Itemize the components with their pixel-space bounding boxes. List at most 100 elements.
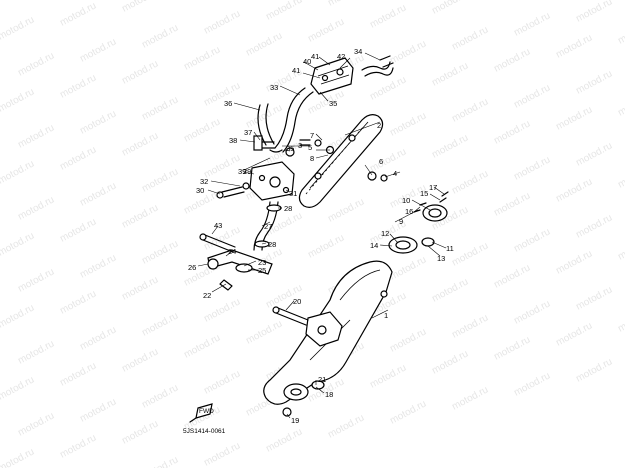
- callout-26: 26: [188, 263, 196, 272]
- callout-28-upper: 28: [284, 204, 292, 213]
- watermark-text: motod.ru: [140, 22, 180, 50]
- air-hose-assembly: [199, 55, 394, 291]
- watermark-text: motod.ru: [182, 332, 222, 360]
- callout-24: 24: [228, 247, 236, 256]
- watermark-text: motod.ru: [368, 2, 408, 30]
- watermark-text: motod.ru: [264, 0, 304, 23]
- watermark-text: motod.ru: [388, 254, 428, 282]
- callout-3: 3: [298, 141, 302, 150]
- watermark-text: motod.ru: [58, 144, 98, 172]
- callout-29: 29: [243, 167, 251, 176]
- watermark-text: motod.ru: [58, 72, 98, 100]
- watermark-text: motod.ru: [140, 238, 180, 266]
- callout-19: 19: [291, 416, 299, 425]
- callout-36: 36: [224, 99, 232, 108]
- callout-41-lower: 41: [292, 66, 300, 75]
- callout-30: 30: [196, 186, 204, 195]
- callout-numbers: 2 1 3 4 5 6 7 8 9 10 11 12 13 14 15 16 1…: [188, 47, 454, 425]
- watermark-text: motod.ru: [450, 312, 490, 340]
- watermark-text: motod.ru: [244, 30, 284, 58]
- watermark-text: motod.ru: [58, 360, 98, 388]
- callout-27: 27: [264, 222, 272, 231]
- front-icon-label: FWD: [199, 408, 214, 415]
- watermark-text: motod.ru: [574, 284, 614, 312]
- watermark-text: motod.ru: [140, 454, 180, 468]
- watermark-text: motod.ru: [78, 396, 118, 424]
- callout-39: 39: [238, 167, 246, 176]
- watermark-text: motod.ru: [492, 190, 532, 218]
- watermark-text: motod.ru: [574, 68, 614, 96]
- watermark-text: motod.ru: [574, 356, 614, 384]
- callout-23: 23: [258, 258, 266, 267]
- watermark-text: motod.ru: [244, 102, 284, 130]
- callout-2: 2: [377, 121, 381, 130]
- watermark-text: motod.ru: [58, 288, 98, 316]
- callout-17: 17: [429, 183, 437, 192]
- diagram-code: 5JS1414-0061: [183, 428, 226, 435]
- callout-4: 4: [393, 169, 397, 178]
- callout-22: 22: [203, 291, 211, 300]
- watermark-text: motod.ru: [368, 146, 408, 174]
- watermark-text: motod.ru: [554, 248, 594, 276]
- watermark-text: motod.ru: [244, 318, 284, 346]
- callout-8: 8: [310, 154, 314, 163]
- watermark-text: motod.ru: [554, 32, 594, 60]
- watermark-text: motod.ru: [512, 226, 552, 254]
- watermark-text: motod.ru: [0, 158, 36, 186]
- callout-34: 34: [354, 47, 362, 56]
- callout-35-lower: 35: [286, 144, 294, 153]
- watermark-text: motod.ru: [388, 398, 428, 426]
- callout-9: 9: [399, 217, 403, 226]
- callout-21: 21: [318, 375, 326, 384]
- watermark-text: motod.ru: [120, 130, 160, 158]
- watermark-text: motod.ru: [326, 0, 366, 9]
- watermark-text: motod.ru: [492, 262, 532, 290]
- watermark-text: motod.ru: [140, 166, 180, 194]
- watermark-text: motod.ru: [16, 410, 56, 438]
- callout-41-upper: 41: [311, 52, 319, 61]
- callout-12: 12: [381, 229, 389, 238]
- watermark-text: motod.ru: [140, 94, 180, 122]
- watermark-text: motod.ru: [306, 232, 346, 260]
- flange-gasket-set: [388, 191, 449, 254]
- watermark-text: motod.ru: [430, 276, 470, 304]
- watermark-text: motod.ru: [182, 0, 222, 1]
- watermark-text: motod.ru: [202, 368, 242, 396]
- watermark-text: motod.ru: [388, 38, 428, 66]
- callout-38: 38: [229, 136, 237, 145]
- watermark-text: motod.ru: [120, 0, 160, 15]
- watermark-text: motod.ru: [78, 324, 118, 352]
- watermark-text: motod.ru: [16, 194, 56, 222]
- callout-25: 25: [258, 266, 266, 275]
- watermark-text: motod.ru: [140, 310, 180, 338]
- watermark-text: motod.ru: [16, 266, 56, 294]
- muffler-protector: [298, 114, 388, 208]
- watermark-text: motod.ru: [58, 432, 98, 460]
- callout-5: 5: [308, 143, 312, 152]
- callout-31: 31: [289, 189, 297, 198]
- watermark-text: motod.ru: [78, 180, 118, 208]
- watermark-text: motod.ru: [616, 162, 625, 190]
- callout-14: 14: [370, 241, 378, 250]
- watermark-text: motod.ru: [58, 216, 98, 244]
- watermark-text: motod.ru: [326, 196, 366, 224]
- watermark-text: motod.ru: [326, 412, 366, 440]
- watermark-text: motod.ru: [202, 296, 242, 324]
- watermark-text: motod.ru: [58, 0, 98, 28]
- callout-35-upper: 35: [329, 99, 337, 108]
- watermark-text: motod.ru: [616, 306, 625, 334]
- callout-16: 16: [405, 207, 413, 216]
- callout-33: 33: [270, 83, 278, 92]
- watermark-text: motod.ru: [120, 346, 160, 374]
- watermark-text: motod.ru: [512, 298, 552, 326]
- callout-18: 18: [325, 390, 333, 399]
- watermark-text: motod.ru: [202, 80, 242, 108]
- watermark-text: motod.ru: [16, 122, 56, 150]
- watermark-text: motod.ru: [0, 230, 36, 258]
- watermark-text: motod.ru: [616, 18, 625, 46]
- watermark-text: motod.ru: [512, 82, 552, 110]
- callout-28-lower: 28: [268, 240, 276, 249]
- watermark-text: motod.ru: [306, 16, 346, 44]
- watermark-text: motod.ru: [574, 0, 614, 25]
